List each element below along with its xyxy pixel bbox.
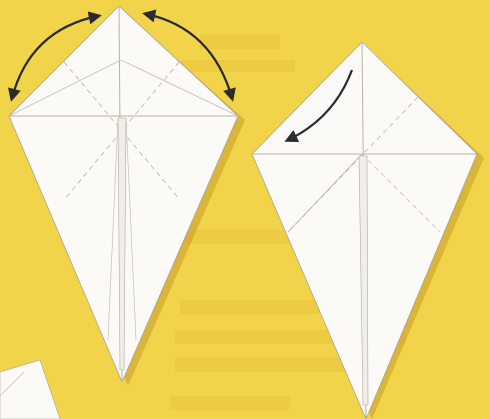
origami-diagram-svg	[0, 0, 490, 419]
origami-diagram	[0, 0, 490, 419]
